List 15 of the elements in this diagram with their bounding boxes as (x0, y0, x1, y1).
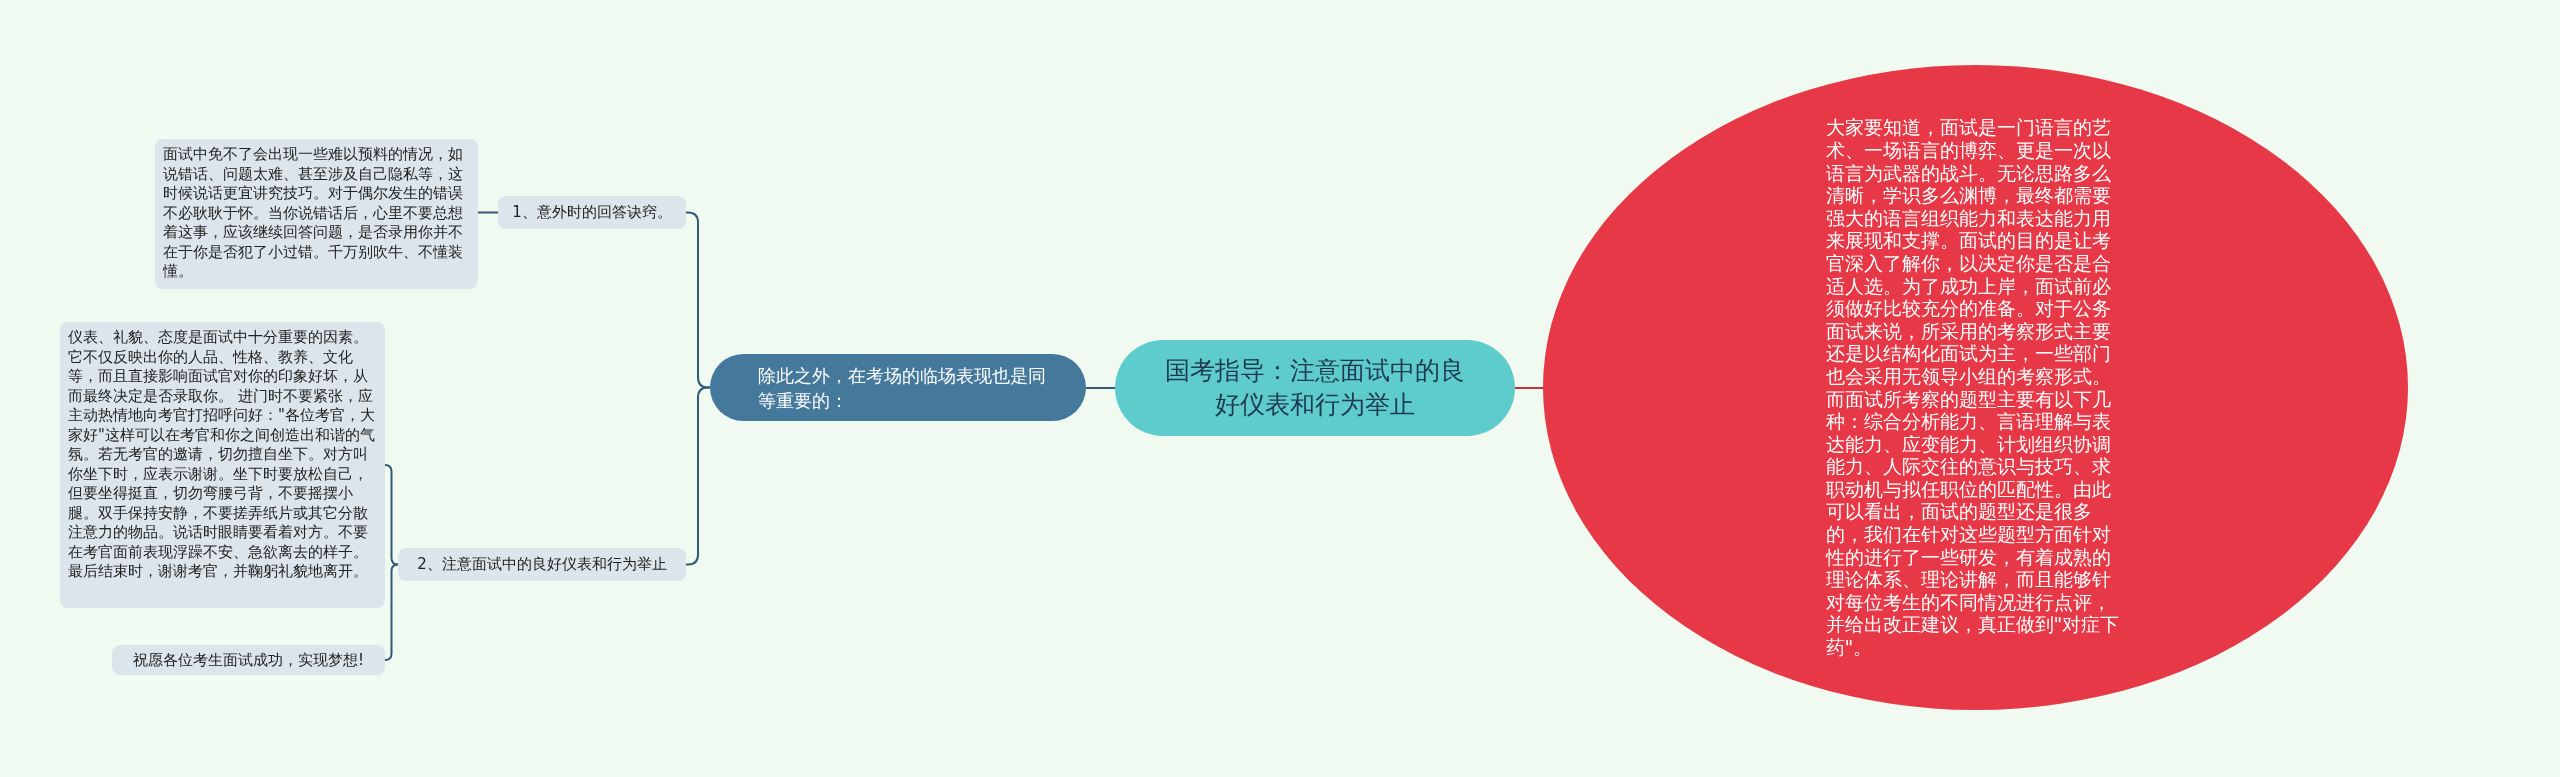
text-ellipse: 大家要知道，面试是一门语言的艺术、一场语言的博弈、更是一次以语言为武器的战斗。无论思路多么清晰，学识多么渊博，最终都需要强大的语言组织能力和表达能力用来展现和支撑。面试的目的是让考官深入了解你，以决定你是否是合适人选。为了成功上岸，面试前必须做好比较充分的准备。对于公务面试来说，所采用的考察形式主要还是以结构化面试为主，一些部门也会采用无领导小组的考察形式。而面试所考察的题型主要有以下几种：综合分析能力、言语理解与表达能力、应变能力、计划组织协调能力、人际交往的意识与技巧、求职动机与拟任职位的匹配性。由此可以看出，面试的题型还是很多的，我们在针对这些题型方面针对性的进行了一些研发，有着成熟的理论体系、理论讲解，而且能够针对每位考生的不同情况进行点评，并给出改正建议，真正做到"对症下药"。 (1543, 65, 2408, 710)
note-card: 面试中免不了会出现一些难以预料的情况，如说错话、问题太难、甚至涉及自己隐私等，这时候说话更宜讲究技巧。对于偶尔发生的错误不必耿耿于怀。当你说错话后，心里不要总想着这事，应该继续回答问题，是否录用你并不在于你是否犯了小过错。千万别吹牛、不懂装懂。 (155, 139, 478, 289)
connector-line (384, 563, 399, 661)
connector-line (1085, 387, 1116, 389)
topic-pill: 国考指导：注意面试中的良好仪表和行为举止 (1115, 340, 1515, 436)
note-card: 仪表、礼貌、态度是面试中十分重要的因素。它不仅反映出你的人品、性格、教养、文化等，而且直接影响面试官对你的印象好坏，从而最终决定是否录取你。 进门时不要紧张，应主动热情地向考官打招呼问好："各位考官，大家好"这样可以在考官和你之间创造出和谐的气氛。若无考官的邀请，切勿擅自坐下。对方叫你坐下时，应表示谢谢。坐下时要放松自己，但要坐得挺直，切勿弯腰弓背，不要摇摆小腿。双手保持安静，不要搓弄纸片或其它分散注意力的物品。说话时眼睛要看着对方。不要在考官面前表现浮躁不安、急欲离去的样子。最后结束时，谢谢考官，并鞠躬礼貌地离开。 (60, 322, 385, 608)
connector-line (685, 211, 711, 389)
connector-line (1514, 387, 1544, 389)
branch-label: 1、意外时的回答诀窍。 (498, 196, 686, 229)
connector-line (685, 386, 711, 566)
connector-line (384, 464, 399, 566)
branch-label: 祝愿各位考生面试成功，实现梦想! (112, 645, 385, 675)
branch-pill: 除此之外，在考场的临场表现也是同等重要的： (710, 354, 1086, 421)
branch-label: 2、注意面试中的良好仪表和行为举止 (398, 548, 686, 581)
connector-line (477, 211, 499, 214)
